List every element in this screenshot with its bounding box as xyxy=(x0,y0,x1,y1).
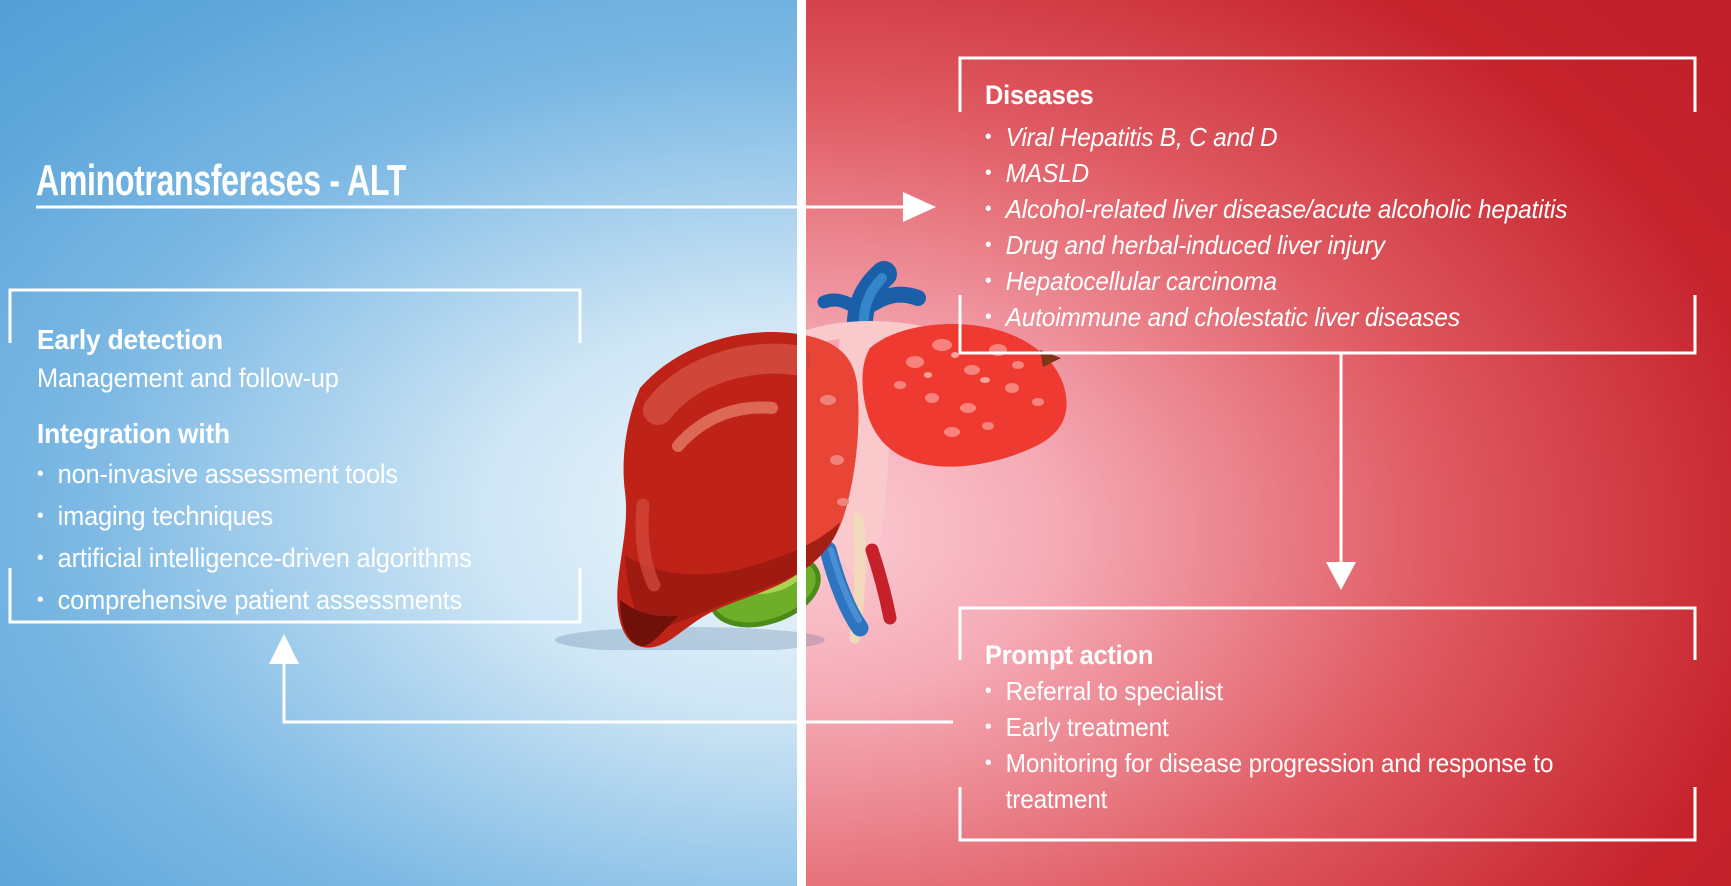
list-item-label: MASLD xyxy=(1005,158,1089,188)
liver-shadow xyxy=(555,627,825,650)
bullet-icon: • xyxy=(37,589,44,611)
diseases-header: Diseases xyxy=(985,80,1094,110)
prompt-action-header: Prompt action xyxy=(985,640,1154,670)
list-item: • Alcohol-related liver disease/acute alc… xyxy=(985,191,1681,227)
list-item-label: comprehensive patient assessments xyxy=(57,585,463,615)
bullet-icon: • xyxy=(985,306,992,328)
bullet-icon: • xyxy=(985,162,992,184)
list-item-label: Hepatocellular carcinoma xyxy=(1005,266,1277,296)
list-item: • MASLD xyxy=(985,155,1681,191)
management-line: Management and follow-up xyxy=(37,363,339,393)
portal-vein-blue xyxy=(819,541,869,637)
bullet-icon: • xyxy=(985,198,992,220)
list-item: • Drug and herbal-induced liver injury xyxy=(985,227,1681,263)
left-lobe-highlight xyxy=(643,343,810,425)
diseases-box: Diseases • Viral Hepatitis B, C and D • MA… xyxy=(985,77,1681,335)
list-item: • non-invasive assessment tools xyxy=(37,453,563,495)
list-item-label: imaging techniques xyxy=(57,501,274,531)
bullet-icon: • xyxy=(985,752,992,774)
list-item-label: non-invasive assessment tools xyxy=(57,459,398,489)
list-item-label: Viral Hepatitis B, C and D xyxy=(1005,122,1278,152)
integration-list: • non-invasive assessment tools • imaging … xyxy=(37,453,563,621)
bullet-icon: • xyxy=(37,547,44,569)
list-item-label: Referral to specialist xyxy=(1005,676,1223,706)
list-item: • Viral Hepatitis B, C and D xyxy=(985,119,1681,155)
hepatic-artery-red xyxy=(865,543,897,625)
list-item: • Early treatment xyxy=(985,709,1596,745)
bullet-icon: • xyxy=(37,463,44,485)
early-detection-box: Early detection Management and follow-up… xyxy=(37,320,563,621)
bullet-icon: • xyxy=(985,270,992,292)
list-item: • Hepatocellular carcinoma xyxy=(985,263,1681,299)
liver-illustration xyxy=(555,261,1067,650)
bullet-icon: • xyxy=(985,716,992,738)
prompt-action-box: Prompt action • Referral to specialist • E… xyxy=(985,637,1596,817)
bullet-icon: • xyxy=(985,680,992,702)
lobe-speckles-light xyxy=(924,352,990,383)
early-detection-header: Early detection xyxy=(37,324,223,355)
left-lobe-bright-half xyxy=(806,332,859,648)
list-item-label: Monitoring for disease progression and r… xyxy=(1005,748,1554,814)
spacer xyxy=(37,398,563,414)
left-lobe-edge-highlight xyxy=(635,498,661,592)
left-lobe-dark-tip xyxy=(619,600,678,647)
prompt-action-list: • Referral to specialist • Early treatment… xyxy=(985,673,1596,817)
list-item: • Referral to specialist xyxy=(985,673,1596,709)
left-lobe-dark-band xyxy=(625,522,840,632)
list-item-label: Early treatment xyxy=(1005,712,1169,742)
diseases-list: • Viral Hepatitis B, C and D • MASLD • Alco… xyxy=(985,119,1681,335)
list-item: • comprehensive patient assessments xyxy=(37,579,563,621)
left-lobe-highlight-thin xyxy=(672,401,778,452)
list-item-label: Drug and herbal-induced liver injury xyxy=(1005,230,1385,260)
list-item-label: Alcohol-related liver disease/acute alco… xyxy=(1005,194,1568,224)
list-item-label: Autoimmune and cholestatic liver disease… xyxy=(1005,302,1460,332)
list-item: • Monitoring for disease progression and … xyxy=(985,745,1596,817)
bullet-icon: • xyxy=(985,126,992,148)
liver-left-lobe xyxy=(617,332,859,648)
list-item-label: artificial intelligence-driven algorithm… xyxy=(57,543,472,573)
page-title: Aminotransferases - ALT xyxy=(36,156,406,205)
list-item: • artificial intelligence-driven algorith… xyxy=(37,537,563,579)
lobe-speckles xyxy=(894,339,1044,437)
liver-right-lobe xyxy=(862,324,1067,467)
bullet-icon: • xyxy=(37,505,44,527)
list-item: • imaging techniques xyxy=(37,495,563,537)
center-divider-line xyxy=(797,0,806,886)
integration-header: Integration with xyxy=(37,418,230,449)
list-item: • Autoimmune and cholestatic liver diseas… xyxy=(985,299,1681,335)
bullet-icon: • xyxy=(985,234,992,256)
portal-vein-highlight xyxy=(828,547,862,623)
